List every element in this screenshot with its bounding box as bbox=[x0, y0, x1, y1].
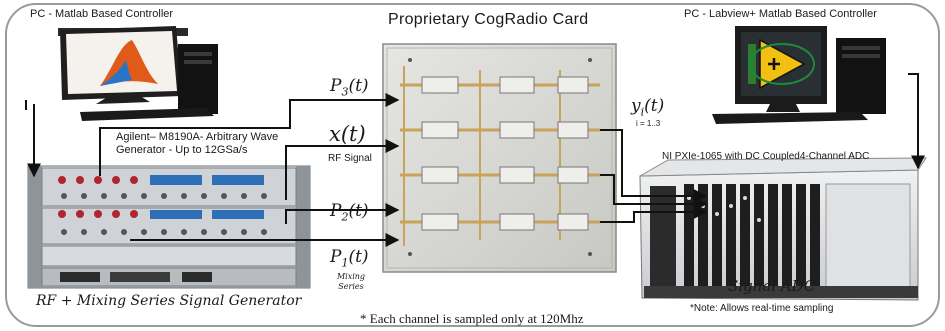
generator-device-line1: Agilent– M8190A- Arbitrary Wave bbox=[116, 131, 278, 144]
p2-arg: (t) bbox=[348, 201, 368, 221]
sampling-footnote: * Each channel is sampled only at 120Mhz bbox=[360, 311, 583, 327]
p3-symbol: P bbox=[330, 76, 341, 96]
generator-caption: RF + Mixing Series Signal Generator bbox=[36, 293, 301, 309]
x-label: x(t) bbox=[329, 122, 366, 146]
card-title: Proprietary CogRadio Card bbox=[388, 11, 588, 29]
p3-label: P3(t) bbox=[330, 76, 369, 98]
generator-device-line2: Generator - Up to 12GSa/s bbox=[116, 144, 278, 157]
generator-device-label: Agilent– M8190A- Arbitrary Wave Generato… bbox=[116, 131, 278, 157]
p1-symbol: P bbox=[330, 247, 341, 267]
right-keyboard bbox=[712, 112, 868, 124]
p2-symbol: P bbox=[330, 201, 341, 221]
p2-label: P2(t) bbox=[330, 201, 369, 223]
y-index-range: i = 1..3 bbox=[636, 119, 660, 128]
adc-caption: Signal ADC bbox=[728, 277, 815, 295]
left-pc bbox=[58, 26, 218, 121]
mixing-series-caption: Mixing Series bbox=[334, 272, 368, 292]
rf-signal-caption: RF Signal bbox=[328, 153, 372, 164]
adc-note: *Note: Allows real-time sampling bbox=[690, 303, 833, 314]
y-symbol: y bbox=[631, 96, 641, 116]
adc-device-label: NI PXIe-1065 with DC Coupled4-Channel AD… bbox=[662, 151, 869, 162]
p3-arg: (t) bbox=[348, 76, 368, 96]
mixing-caption-line2: Series bbox=[334, 282, 368, 292]
y-label: yi(t) bbox=[631, 96, 664, 118]
p1-label: P1(t) bbox=[330, 247, 369, 269]
left-controller-label: PC - Matlab Based Controller bbox=[30, 8, 173, 20]
p1-arg: (t) bbox=[348, 247, 368, 267]
signal-generator-rack bbox=[28, 166, 310, 288]
right-pc bbox=[712, 26, 886, 124]
y-arg: (t) bbox=[644, 96, 664, 116]
wire-pc-to-adc bbox=[908, 74, 918, 168]
cogradio-card bbox=[383, 44, 616, 272]
right-controller-label: PC - Labview+ Matlab Based Controller bbox=[684, 8, 877, 20]
wire-pc-to-generator bbox=[26, 100, 34, 176]
mixing-caption-line1: Mixing bbox=[334, 272, 368, 282]
left-keyboard bbox=[80, 108, 214, 121]
